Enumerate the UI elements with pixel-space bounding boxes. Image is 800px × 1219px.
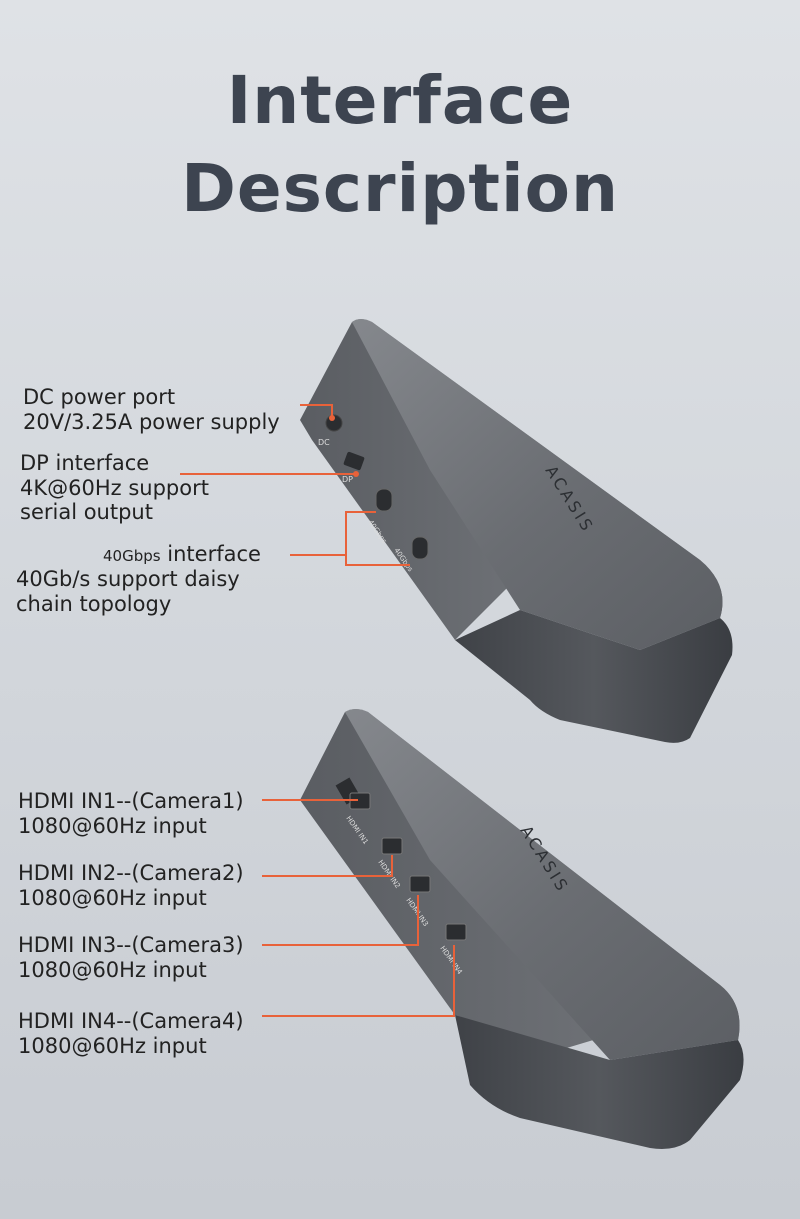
callout-hdmi3-detail: 1080@60Hz input xyxy=(18,957,207,982)
callout-dc-detail: 20V/3.25A power supply xyxy=(23,409,280,434)
device-top: ACASIS DC DP 40Gbps 40Gbps xyxy=(300,319,733,743)
tb-port-2-icon xyxy=(411,536,429,560)
page-title-line1: Interface xyxy=(226,62,574,139)
callout-dp-detail2: serial output xyxy=(20,500,153,524)
hdmi-in2-port-icon xyxy=(381,837,403,855)
callout-lines-top xyxy=(180,404,410,566)
dp-port-label: DP xyxy=(342,475,353,484)
callout-hdmi2-title: HDMI IN2--(Camera2) xyxy=(18,861,244,885)
callout-hdmi3: HDMI IN3--(Camera3) 1080@60Hz input xyxy=(18,933,244,982)
callout-40g-title: interface xyxy=(167,542,261,566)
dp-port-icon xyxy=(343,451,365,471)
device-bottom-side xyxy=(455,1015,744,1149)
device-top-side xyxy=(455,610,733,743)
callout-hdmi4-detail: 1080@60Hz input xyxy=(18,1033,207,1058)
device-bottom: ACASIS HDMI IN1 HDMI IN2 HDMI IN3 HDMI I… xyxy=(300,709,744,1149)
callout-hdmi1-detail: 1080@60Hz input xyxy=(18,813,207,838)
callout-lines-bottom xyxy=(262,799,455,1017)
tb-port-1-icon xyxy=(375,488,393,512)
hdmi-in3-port-icon xyxy=(409,875,431,893)
dc-port-label: DC xyxy=(318,438,330,447)
hdmi-in4-port-icon xyxy=(445,923,467,941)
callout-hdmi1: HDMI IN1--(Camera1) 1080@60Hz input xyxy=(18,789,244,838)
callout-40g-heading: 40Gbps interface xyxy=(103,542,261,569)
callout-hdmi2-detail: 1080@60Hz input xyxy=(18,885,207,910)
callout-dc-title: DC power port xyxy=(23,385,176,409)
callout-40g-prefix: 40Gbps xyxy=(103,547,161,565)
callout-40g-detail1: 40Gb/s support daisy xyxy=(16,567,240,591)
callout-40g-detail2: chain topology xyxy=(16,591,172,616)
callout-dc: DC power port 20V/3.25A power supply xyxy=(23,385,280,434)
callout-dot-dc xyxy=(329,415,335,421)
callout-dot-dp xyxy=(353,471,359,477)
page-title-line2: Description xyxy=(181,150,619,227)
callout-hdmi3-title: HDMI IN3--(Camera3) xyxy=(18,933,244,957)
callout-dp-detail1: 4K@60Hz support xyxy=(20,475,209,500)
callout-dp-title: DP interface xyxy=(20,451,150,475)
callout-hdmi1-title: HDMI IN1--(Camera1) xyxy=(18,789,244,813)
device-top-port-face xyxy=(300,322,520,640)
callout-hdmi4: HDMI IN4--(Camera4) 1080@60Hz input xyxy=(18,1009,244,1058)
callout-40g-body: 40Gb/s support daisy chain topology xyxy=(16,567,240,616)
callout-dp: DP interface 4K@60Hz support serial outp… xyxy=(20,451,209,525)
callout-hdmi4-title: HDMI IN4--(Camera4) xyxy=(18,1009,244,1033)
callout-hdmi2: HDMI IN2--(Camera2) 1080@60Hz input xyxy=(18,861,244,910)
